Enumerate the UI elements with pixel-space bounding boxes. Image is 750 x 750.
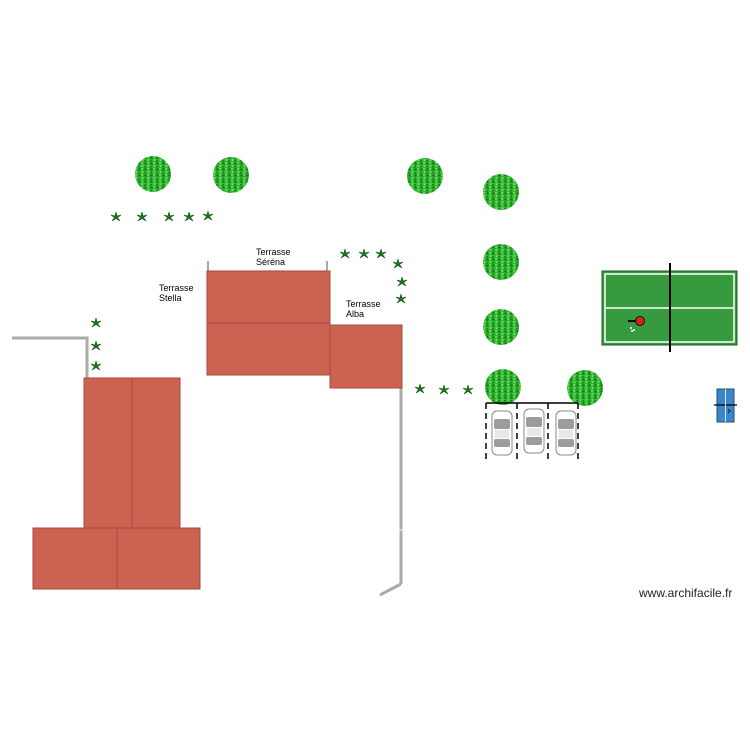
tennis-court bbox=[601, 263, 738, 352]
car-icon bbox=[523, 408, 545, 454]
building-left-base bbox=[32, 527, 201, 590]
shrub-icon bbox=[395, 293, 407, 304]
tree-icon bbox=[483, 309, 519, 345]
label-terrasse-stella: Terrasse Stella bbox=[159, 283, 194, 303]
label-line: Séréna bbox=[256, 257, 286, 267]
tree-icon bbox=[483, 244, 519, 280]
shrub-icon bbox=[110, 211, 122, 222]
building-left-tower bbox=[83, 377, 181, 529]
shrub-icon bbox=[358, 248, 370, 259]
watermark: www.archifacile.fr bbox=[639, 586, 733, 600]
shrub-icon bbox=[90, 360, 102, 371]
shrub-icon bbox=[375, 248, 387, 259]
tree-icon bbox=[485, 369, 521, 405]
building-serena bbox=[206, 270, 331, 376]
label-terrasse-serena: Terrasse Séréna bbox=[256, 247, 291, 267]
terrace-post bbox=[326, 261, 328, 271]
shrub-icon bbox=[438, 384, 450, 395]
ping-pong-table-icon bbox=[714, 388, 737, 423]
label-line: Terrasse bbox=[159, 283, 194, 293]
boundary-wall-corner bbox=[379, 582, 402, 597]
shrub-icon bbox=[392, 258, 404, 269]
shrub-icon bbox=[202, 210, 214, 221]
tree-icon bbox=[483, 174, 519, 210]
label-line: Terrasse bbox=[346, 299, 381, 309]
shrub-icon bbox=[90, 317, 102, 328]
terrace-post bbox=[207, 261, 209, 271]
shrub-icon bbox=[163, 211, 175, 222]
parking-area bbox=[485, 402, 579, 463]
label-line: Terrasse bbox=[256, 247, 291, 257]
shrub-icon bbox=[90, 340, 102, 351]
shrub-icon bbox=[396, 276, 408, 287]
boundary-wall-west bbox=[12, 336, 89, 380]
shrub-icon bbox=[136, 211, 148, 222]
tree-icon bbox=[135, 156, 171, 192]
car-icon bbox=[555, 410, 577, 456]
building-alba bbox=[329, 324, 403, 389]
shrub-icon bbox=[339, 248, 351, 259]
tree-icon bbox=[407, 158, 443, 194]
label-line: Stella bbox=[159, 293, 182, 303]
shrub-icon bbox=[462, 384, 474, 395]
shrub-icon bbox=[183, 211, 195, 222]
tree-icon bbox=[567, 370, 603, 406]
shrub-icon bbox=[414, 383, 426, 394]
label-terrasse-alba: Terrasse Alba bbox=[346, 299, 381, 319]
tree-icon bbox=[213, 157, 249, 193]
car-icon bbox=[491, 410, 513, 456]
label-line: Alba bbox=[346, 309, 365, 319]
